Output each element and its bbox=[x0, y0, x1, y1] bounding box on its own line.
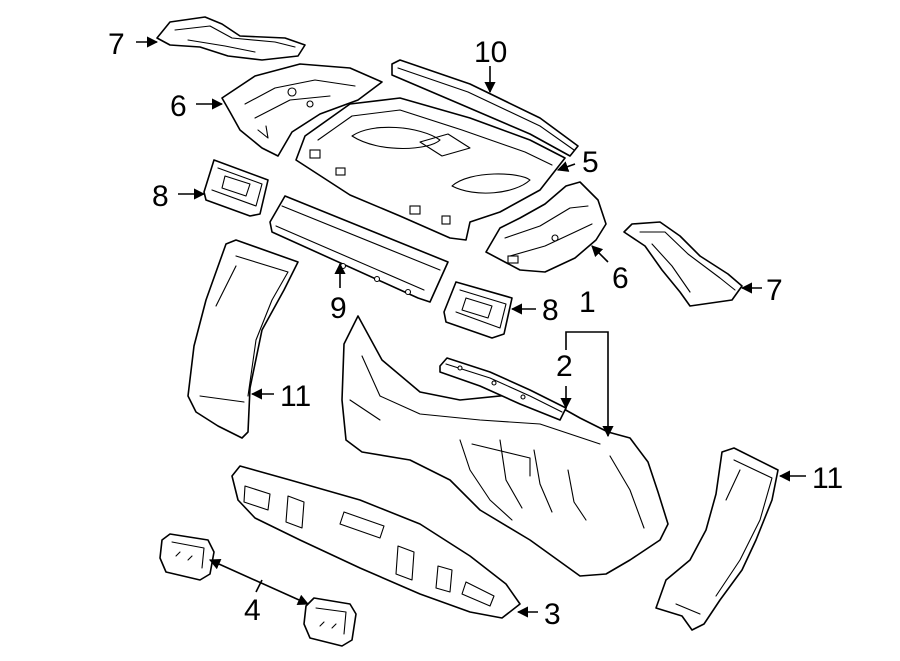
leader-4 bbox=[255, 579, 263, 593]
callout-10: 10 bbox=[474, 36, 507, 69]
part-1-back-panel bbox=[341, 315, 669, 577]
leader-lines bbox=[136, 36, 806, 618]
part-2-reinforcement-bar bbox=[439, 357, 567, 421]
callout-numbers: 7 10 6 5 8 6 7 9 8 1 2 11 11 4 3 bbox=[108, 28, 843, 631]
part-5-shelf bbox=[295, 97, 566, 241]
callout-1: 1 bbox=[579, 286, 596, 319]
callout-5: 5 bbox=[582, 146, 599, 179]
part-6-left-panel bbox=[221, 63, 383, 157]
callout-6-left: 6 bbox=[170, 90, 187, 123]
part-7-right-bracket bbox=[623, 221, 743, 307]
part-8-right-bracket bbox=[443, 281, 513, 339]
leader-5 bbox=[556, 161, 576, 172]
part-10-rail bbox=[391, 59, 579, 157]
callout-7-right: 7 bbox=[766, 274, 783, 307]
part-11-left-pillar bbox=[187, 239, 299, 439]
callout-4: 4 bbox=[244, 594, 261, 627]
part-8-left-bracket bbox=[203, 159, 269, 217]
part-4-right-pad bbox=[303, 597, 357, 647]
callout-7-left: 7 bbox=[108, 28, 125, 61]
leader-6-right bbox=[591, 245, 609, 263]
leader-4-pair bbox=[208, 559, 310, 605]
callout-9: 9 bbox=[330, 292, 347, 325]
callout-2: 2 bbox=[556, 350, 573, 383]
part-3-lower-panel bbox=[231, 465, 521, 619]
callout-8-left: 8 bbox=[152, 180, 169, 213]
leader-1 bbox=[565, 331, 614, 438]
part-4-left-pad bbox=[159, 533, 215, 581]
callout-11-right: 11 bbox=[812, 462, 843, 495]
part-7-left-bracket bbox=[156, 16, 306, 61]
callout-11-left: 11 bbox=[280, 380, 311, 413]
callout-3: 3 bbox=[544, 598, 561, 631]
callout-8-right: 8 bbox=[542, 294, 559, 327]
part-6-right-panel bbox=[485, 181, 607, 273]
callout-6-right: 6 bbox=[612, 262, 629, 295]
part-9-cross-member bbox=[269, 195, 449, 303]
part-11-right-pillar bbox=[655, 447, 779, 631]
